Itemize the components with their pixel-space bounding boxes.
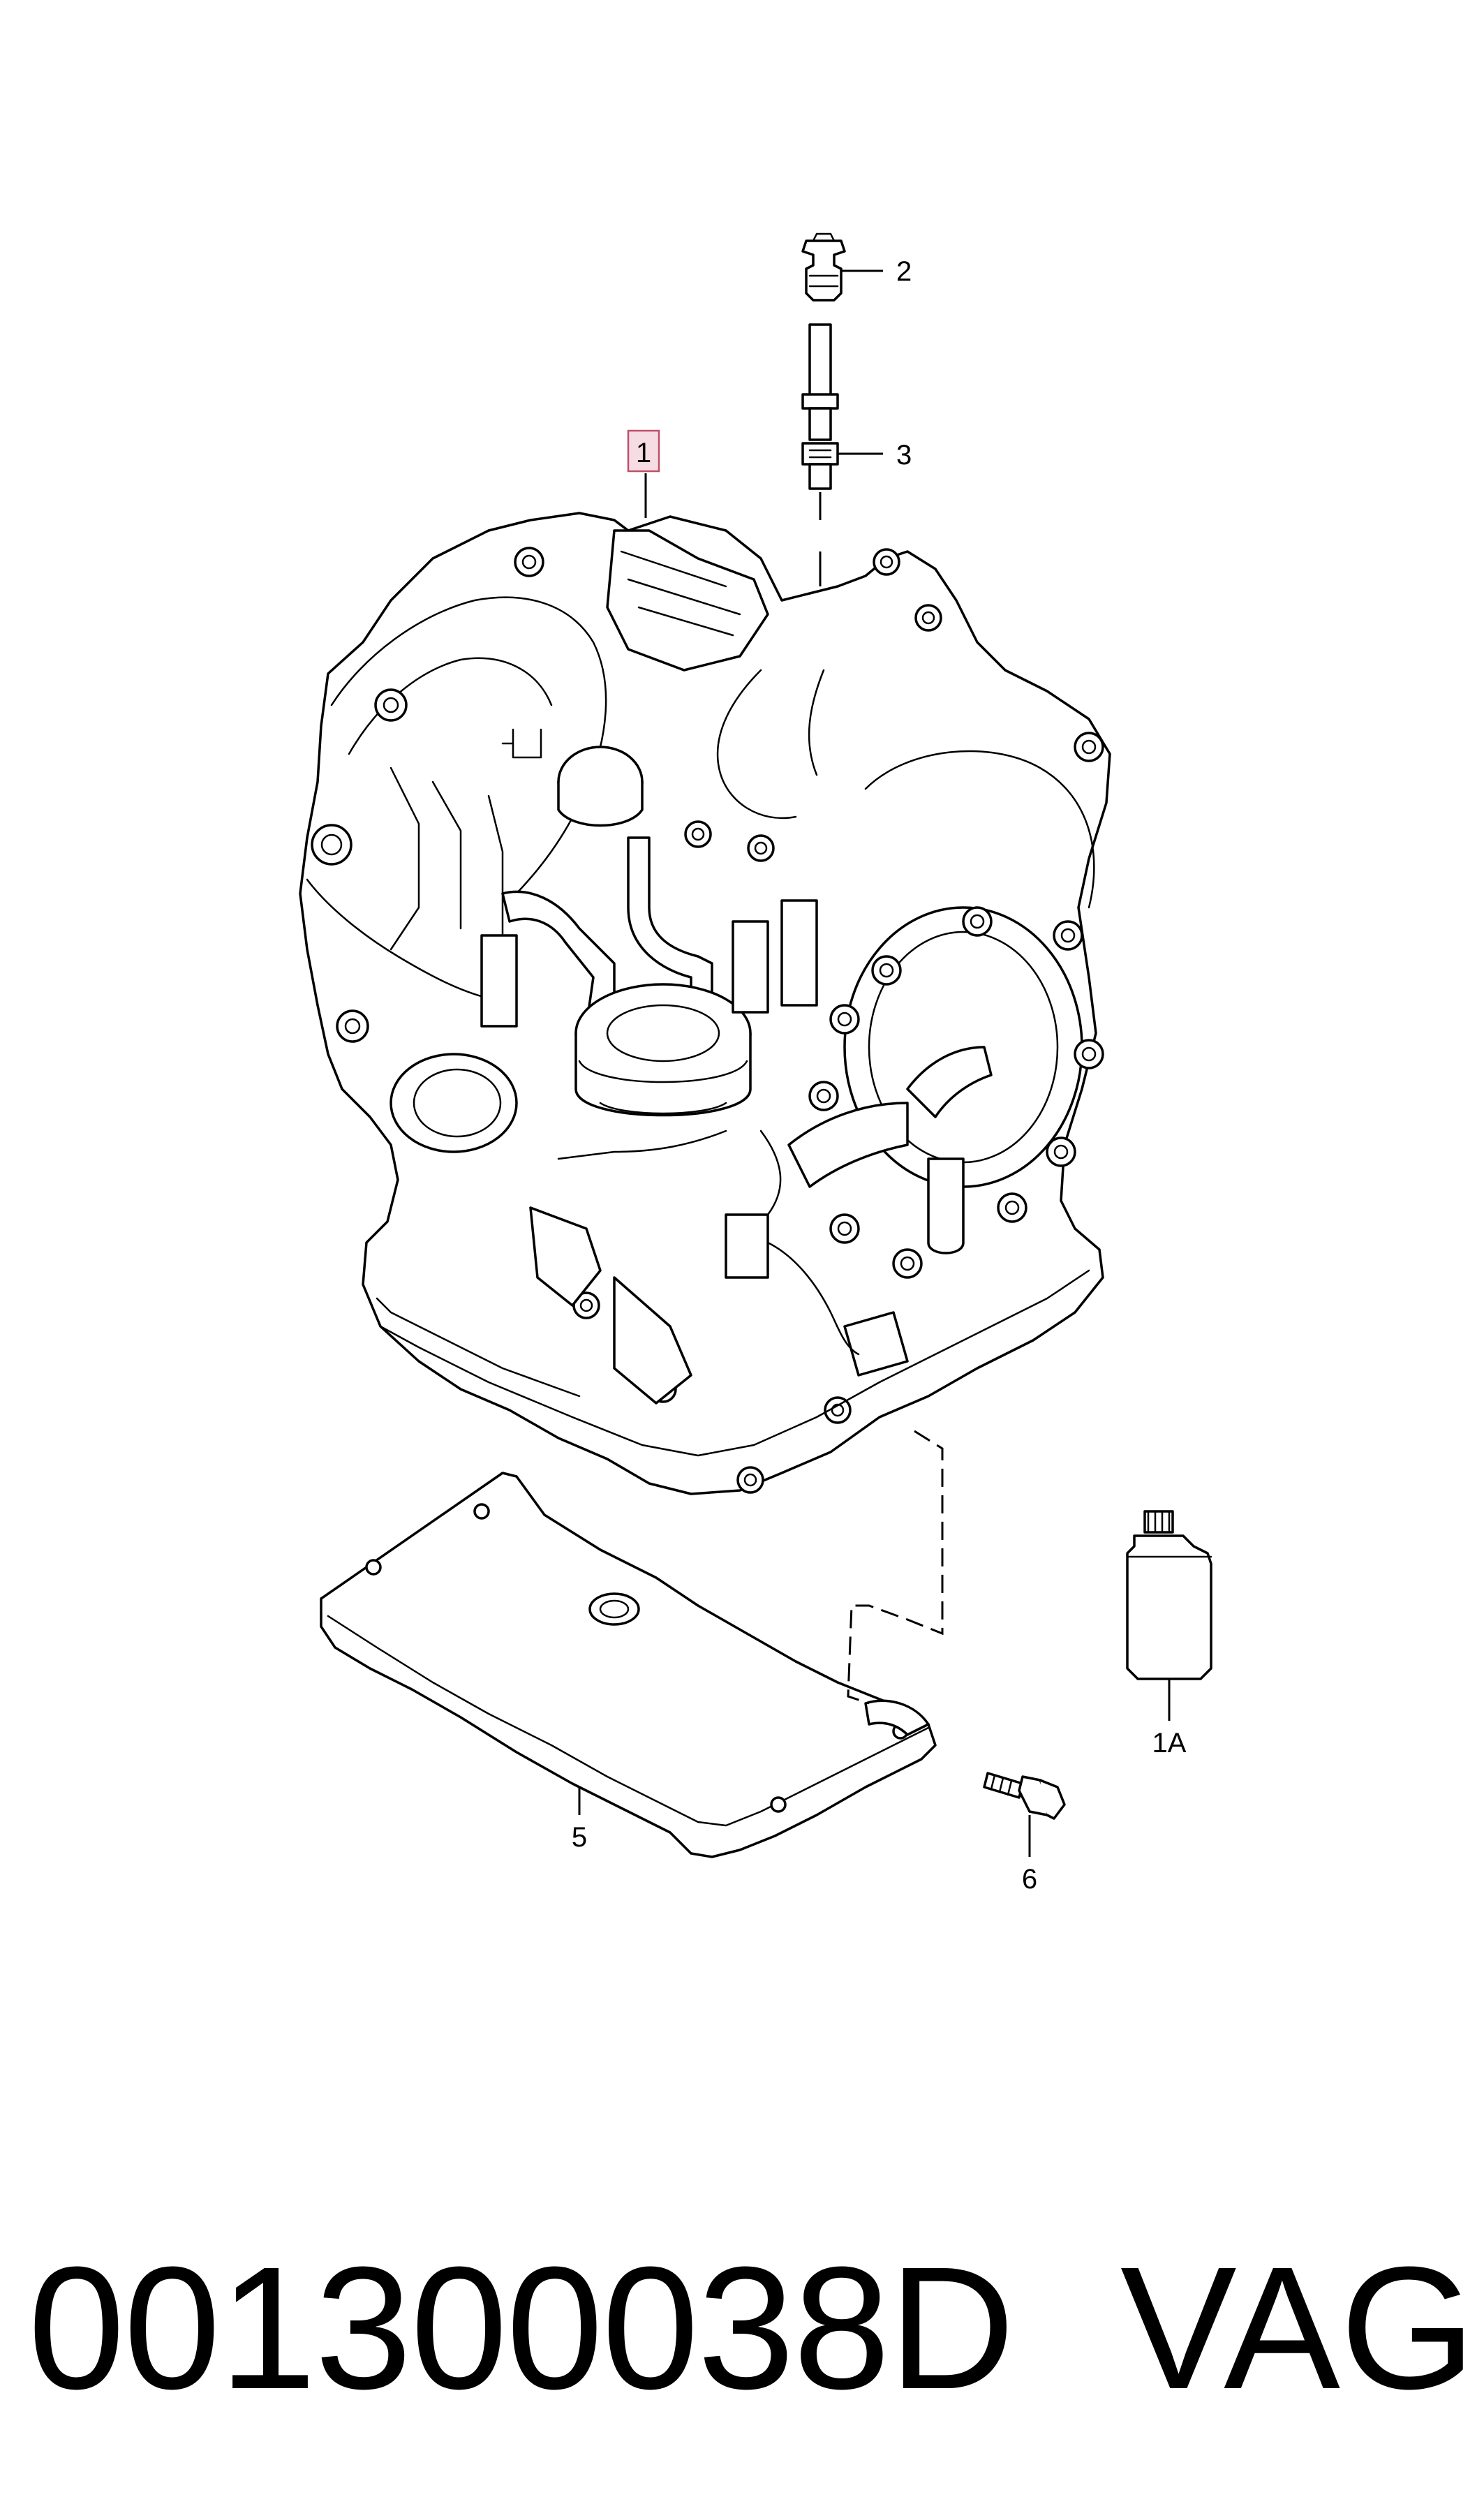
callout-5[interactable]: 5 — [572, 1822, 587, 1853]
callout-5-label: 5 — [572, 1822, 587, 1853]
footer: 001300038D VAG — [0, 2213, 1484, 2443]
callout-1[interactable]: 1 — [627, 429, 660, 473]
callout-2[interactable]: 2 — [896, 256, 912, 287]
fluid-bottle-part-1a — [1126, 1510, 1212, 1680]
callout-1-highlight — [627, 429, 660, 473]
drive-pinion-part-3 — [801, 323, 839, 490]
part-number: 001300038D — [28, 2230, 1015, 2425]
leader-lines — [578, 269, 1171, 1857]
bolt-part-6 — [983, 1772, 1066, 1820]
callout-1-label: 1 — [636, 438, 651, 468]
brand-name: VAG — [1120, 2230, 1476, 2425]
callout-3-label: 3 — [896, 440, 912, 471]
callout-6[interactable]: 6 — [1022, 1864, 1037, 1895]
sender-fitting-part-2 — [801, 232, 846, 302]
callout-1a[interactable]: 1A — [1152, 1728, 1187, 1758]
callout-2-label: 2 — [896, 256, 912, 287]
callout-3[interactable]: 3 — [896, 440, 912, 471]
transmission-assembly — [299, 512, 1111, 1495]
callout-6-label: 6 — [1022, 1864, 1037, 1895]
underbody-guard-part-5 — [320, 1472, 937, 1858]
callout-1a-label: 1A — [1152, 1728, 1187, 1758]
